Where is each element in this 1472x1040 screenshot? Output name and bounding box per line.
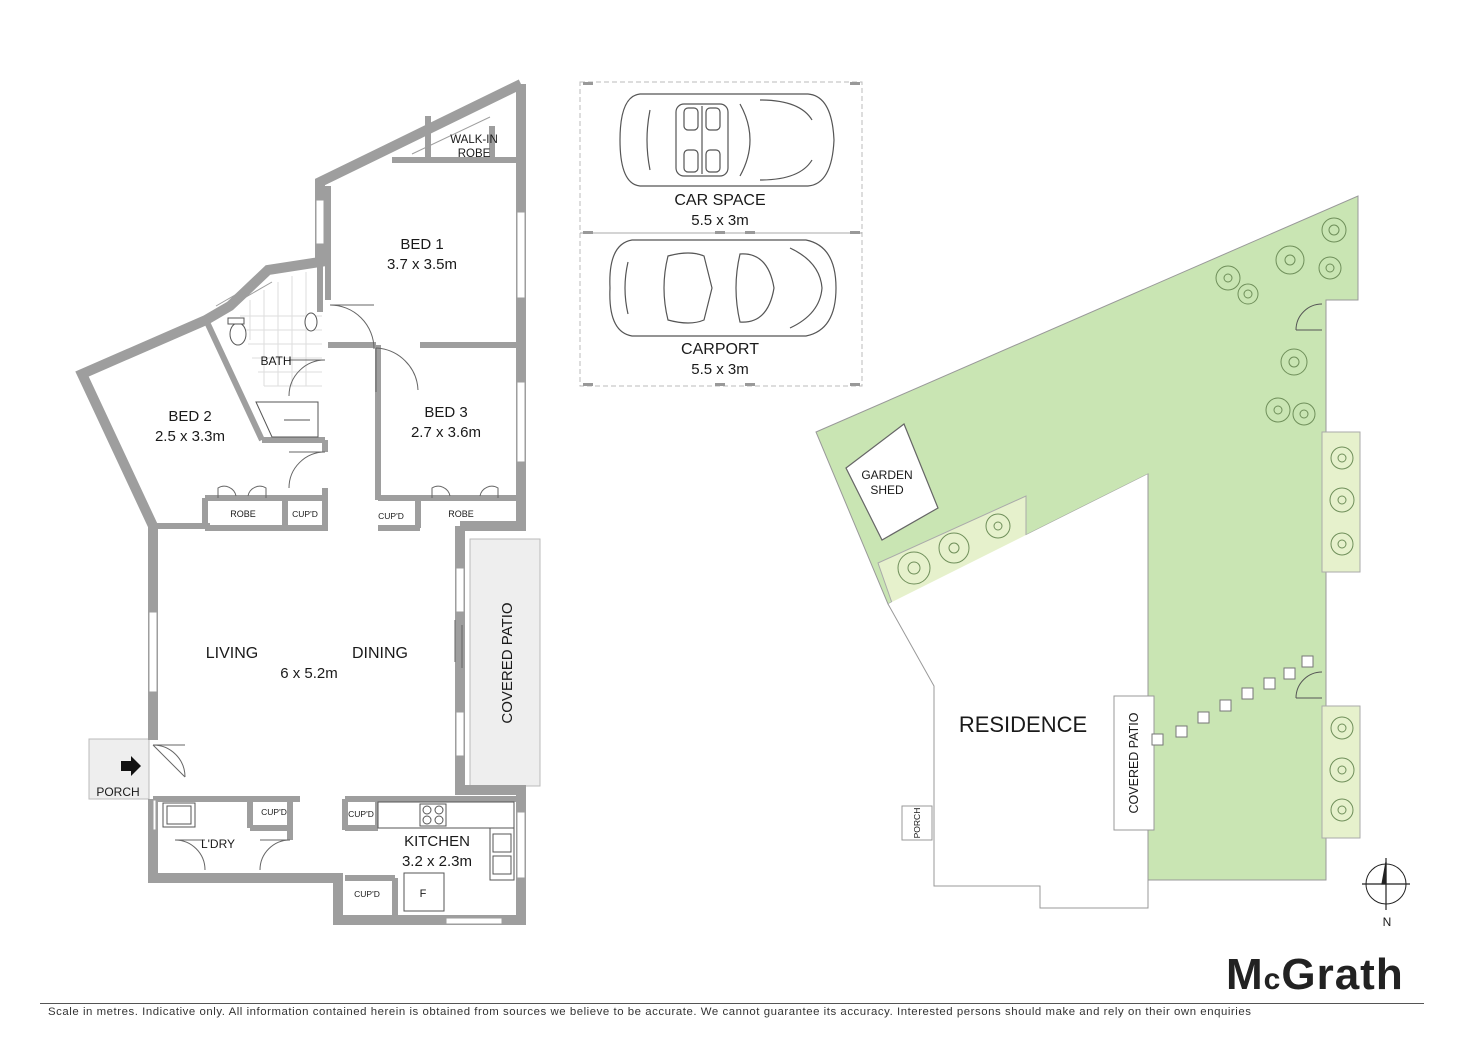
walk-in-robe-label-2: ROBE bbox=[458, 148, 491, 160]
garden-shed-label-1: GARDEN bbox=[861, 468, 912, 482]
bed1-size: 3.7 x 3.5m bbox=[387, 256, 457, 273]
site-porch-label: PORCH bbox=[912, 808, 922, 839]
cupd-label-hall: CUP'D bbox=[292, 509, 318, 519]
north-label: N bbox=[1383, 915, 1392, 929]
shrub-icon bbox=[1265, 397, 1291, 423]
shrub-icon bbox=[985, 513, 1011, 539]
kitchen-size: 3.2 x 2.3m bbox=[402, 853, 472, 870]
cupd-label-bed3: CUP'D bbox=[378, 511, 404, 521]
site-covered-patio-label: COVERED PATIO bbox=[1127, 712, 1141, 813]
door-swings bbox=[152, 304, 499, 871]
bath-fixtures bbox=[227, 312, 319, 438]
convertible-car-icon bbox=[619, 93, 835, 187]
shrub-icon bbox=[1329, 487, 1355, 513]
site-plan: GARDEN SHED RESIDENCE COVERED PATIO PORC… bbox=[815, 195, 1410, 929]
shrub-icon bbox=[1292, 402, 1316, 426]
shrub-icon bbox=[1318, 256, 1342, 280]
mcgrath-logo: McGrath bbox=[1226, 950, 1404, 999]
laundry-label: L'DRY bbox=[201, 837, 235, 851]
garden-shed bbox=[845, 423, 939, 541]
house-plan: WALK-IN ROBE BED 1 3.7 x 3.5m BATH BED 2… bbox=[75, 79, 541, 925]
dining-label: DINING bbox=[352, 645, 408, 662]
windows bbox=[148, 199, 526, 925]
basin-icon bbox=[304, 312, 318, 332]
gate-icon bbox=[1295, 671, 1323, 699]
interior-walls bbox=[153, 116, 521, 920]
bath-tiles bbox=[240, 272, 322, 387]
living-size: 6 x 5.2m bbox=[280, 665, 338, 682]
living-label: LIVING bbox=[206, 645, 258, 662]
north-arrow-icon bbox=[1362, 858, 1410, 910]
car-space-label: CAR SPACE bbox=[674, 192, 765, 209]
shrub-icon bbox=[1321, 217, 1347, 243]
house-labels: WALK-IN ROBE BED 1 3.7 x 3.5m BATH BED 2… bbox=[96, 134, 516, 900]
bed1-label: BED 1 bbox=[400, 236, 443, 253]
covered-patio-slab bbox=[469, 538, 541, 787]
residence-footprint bbox=[887, 474, 1149, 909]
shrub-icon bbox=[1330, 798, 1354, 822]
bed2-size: 2.5 x 3.3m bbox=[155, 428, 225, 445]
floor-plan: WALK-IN ROBE BED 1 3.7 x 3.5m BATH BED 2… bbox=[75, 79, 1410, 929]
laundry-tub bbox=[162, 802, 196, 828]
site-covered-patio bbox=[1113, 695, 1155, 831]
fridge-label: F bbox=[420, 888, 427, 900]
plant-icons bbox=[897, 217, 1355, 822]
cupd-label-laundry: CUP'D bbox=[261, 807, 287, 817]
residence-label: RESIDENCE bbox=[959, 712, 1087, 737]
kitchen-label: KITCHEN bbox=[404, 833, 470, 850]
robe-label-bed3: ROBE bbox=[448, 509, 474, 519]
walk-in-robe-label-1: WALK-IN bbox=[450, 134, 498, 146]
disclaimer-text: Scale in metres. Indicative only. All in… bbox=[48, 1006, 1252, 1018]
garden-shed-label-2: SHED bbox=[870, 483, 904, 497]
porch-label: PORCH bbox=[96, 785, 139, 799]
carport-size: 5.5 x 3m bbox=[691, 361, 749, 378]
coupe-car-icon bbox=[609, 239, 837, 337]
shrub-icon bbox=[1275, 245, 1305, 275]
stepping-stones bbox=[1151, 655, 1314, 746]
kitchen-fixtures bbox=[377, 801, 515, 912]
shrub-icon bbox=[1330, 446, 1354, 470]
footer-divider bbox=[40, 1003, 1424, 1004]
parking: CAR SPACE 5.5 x 3m CARPORT 5.5 x 3m bbox=[579, 81, 863, 387]
site-porch bbox=[901, 805, 933, 841]
parking-boundary bbox=[579, 81, 863, 387]
bath-label: BATH bbox=[260, 354, 291, 368]
shrub-icon bbox=[1330, 532, 1354, 556]
covered-patio-label: COVERED PATIO bbox=[499, 602, 516, 723]
robe-label-bed2: ROBE bbox=[230, 509, 256, 519]
entry-arrow-icon bbox=[121, 756, 141, 776]
bed3-size: 2.7 x 3.6m bbox=[411, 424, 481, 441]
shrub-icon bbox=[938, 532, 970, 564]
cupd-label-pantry: CUP'D bbox=[354, 889, 380, 899]
cupd-label-kitchen: CUP'D bbox=[348, 809, 374, 819]
shrub-icon bbox=[1237, 283, 1259, 305]
porch-landing bbox=[88, 738, 150, 800]
shrub-icon bbox=[1329, 757, 1355, 783]
carport-label: CARPORT bbox=[681, 341, 759, 358]
toilet-icon bbox=[229, 322, 247, 346]
shrub-icon bbox=[1280, 348, 1308, 376]
angled-windows bbox=[99, 116, 491, 369]
gate-icon bbox=[1295, 303, 1323, 331]
fridge-icon bbox=[403, 872, 445, 912]
shrub-icon bbox=[1215, 265, 1241, 291]
bed2-label: BED 2 bbox=[168, 408, 211, 425]
bed3-label: BED 3 bbox=[424, 404, 467, 421]
shrub-icon bbox=[1330, 716, 1354, 740]
sink-icon bbox=[492, 833, 512, 853]
car-space-size: 5.5 x 3m bbox=[691, 212, 749, 229]
shrub-icon bbox=[897, 551, 931, 585]
